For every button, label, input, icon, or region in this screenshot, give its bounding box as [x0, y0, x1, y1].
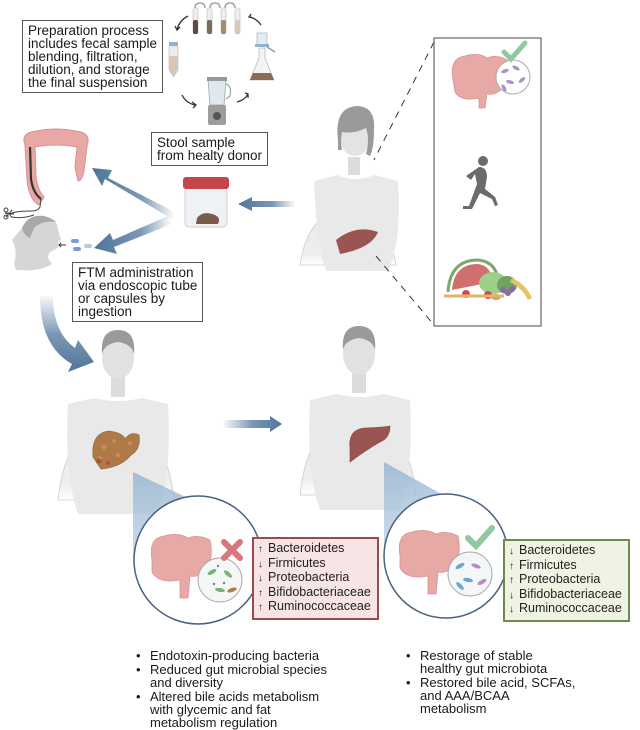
trend-arrow-icon: ↑	[509, 575, 514, 586]
donor-woman-figure	[299, 106, 399, 271]
filter-flask-icon	[249, 32, 276, 81]
healthy-liver-icon	[349, 425, 391, 463]
bacteria-name: Proteobacteria	[268, 570, 350, 584]
bacteria-name: Bifidobacteriaceae	[268, 584, 371, 599]
bacteria-name: Bacteroidetes	[268, 541, 345, 555]
bacteria-name: Firmicutes	[268, 555, 326, 570]
preparation-line: the final suspension	[28, 75, 148, 90]
arrow-treatment	[222, 416, 282, 432]
finding-line: Reduced gut microbial species	[150, 662, 328, 677]
finding-line: metabolism	[420, 701, 487, 716]
diseased-gut-magnifier	[133, 495, 263, 625]
preparation-line: Preparation process	[28, 23, 149, 38]
cross-icon	[221, 539, 243, 561]
diseased-findings-list: Endotoxin-producing bacteria Reduced gut…	[134, 649, 327, 730]
preparation-cycle	[168, 2, 276, 125]
preparation-textbox: Preparation process includes fecal sampl…	[22, 20, 164, 93]
finding-line: Restorage of stable	[420, 648, 533, 663]
finding-line: Altered bile acids metabolism	[150, 689, 320, 704]
finding-line: Endotoxin-producing bacteria	[150, 648, 320, 663]
colon-endoscope-icon	[3, 128, 89, 220]
trend-arrow-icon: ↓	[509, 604, 514, 615]
test-tubes-icon	[192, 2, 241, 35]
bacteria-name: Bacteroidetes	[519, 543, 596, 557]
trend-arrow-icon: ↓	[509, 546, 514, 557]
lifestyle-callout	[373, 37, 542, 327]
bacteria-row: ↑ Proteobacteria	[509, 573, 622, 588]
capsules-icon	[58, 239, 92, 251]
bacteria-name: Ruminococcaceae	[519, 601, 622, 615]
administration-line: FTM administration	[78, 265, 194, 280]
bacteria-row: ↑ Ruminococcaceae	[258, 600, 371, 615]
administration-line: or capsules by	[78, 291, 166, 306]
finding-line: with glycemic and fat	[150, 702, 271, 717]
bacteria-row: ↑ Bacteroidetes	[258, 542, 371, 557]
administration-textbox: FTM administration via endoscopic tube o…	[72, 262, 204, 322]
arrow-to-patient	[94, 216, 172, 254]
arrow-to-colon	[92, 168, 175, 219]
check-icon	[465, 525, 495, 551]
falcon-tube-icon	[168, 42, 179, 78]
trend-arrow-icon: ↓	[258, 558, 263, 570]
finding-line: metabolism regulation	[150, 715, 278, 730]
administration-line: via endoscopic tube	[78, 278, 198, 293]
trend-arrow-icon: ↑	[258, 602, 263, 613]
finding-item: Restored bile acid, SCFAs, and AAA/BCAA …	[404, 676, 575, 715]
finding-line: and AAA/BCAA	[420, 688, 510, 703]
bacteria-row: ↓ Bifidobacteriaceae	[509, 586, 622, 603]
arrow-donor-to-jar	[238, 197, 296, 211]
trend-arrow-icon: ↑	[509, 560, 514, 572]
preparation-line: includes fecal sample	[28, 36, 158, 51]
finding-line: healthy gut microbiota	[420, 661, 548, 676]
healthy-gut-magnifier	[383, 493, 509, 619]
finding-item: Altered bile acids metabolism with glyce…	[134, 690, 327, 729]
bacteria-row: ↓ Bacteroidetes	[509, 544, 622, 559]
trend-arrow-icon: ↓	[509, 589, 514, 601]
trend-arrow-icon: ↓	[258, 573, 263, 584]
healthy-bacteria-box: ↓ Bacteroidetes ↑ Firmicutes ↑ Proteobacter…	[503, 539, 630, 622]
bacteria-row: ↓ Proteobacteria	[258, 571, 371, 586]
stool-line: Stool sample	[157, 135, 236, 150]
bacteria-row: ↑ Bifidobacteriaceae	[258, 584, 371, 601]
bacteria-row: ↑ Firmicutes	[509, 557, 622, 574]
finding-item: Restorage of stable healthy gut microbio…	[404, 649, 575, 675]
preparation-line: dilution, and storage	[28, 62, 150, 77]
cycle-arrows	[174, 13, 262, 109]
healthy-findings-list: Restorage of stable healthy gut microbio…	[404, 649, 575, 716]
finding-line: Restored bile acid, SCFAs,	[420, 675, 576, 690]
preparation-line: blending, filtration,	[28, 49, 138, 64]
bacteria-row: ↓ Firmicutes	[258, 555, 371, 572]
administration-line: ingestion	[78, 304, 133, 319]
diseased-bacteria-box: ↑ Bacteroidetes ↓ Firmicutes ↓ Proteobacter…	[252, 537, 379, 620]
finding-line: and diversity	[150, 675, 223, 690]
arrow-curved-down	[40, 296, 94, 372]
bacteria-name: Ruminococcaceae	[268, 599, 371, 613]
bacteria-row: ↓ Ruminococcaceae	[509, 602, 622, 617]
trend-arrow-icon: ↑	[258, 587, 263, 599]
runner-icon	[463, 156, 498, 209]
bacteria-name: Proteobacteria	[519, 572, 601, 586]
blender-icon	[207, 77, 232, 125]
bacteria-name: Bifidobacteriaceae	[519, 586, 622, 601]
fruits-vegetables-icon	[444, 258, 532, 300]
stool-sample-textbox: Stool sample from healty donor	[151, 132, 269, 166]
finding-item: Endotoxin-producing bacteria	[134, 649, 327, 662]
patient-profile-icon	[12, 215, 61, 271]
fatty-liver-icon	[92, 430, 140, 470]
healthy-gut-icon	[451, 40, 531, 109]
bacteria-name: Firmicutes	[519, 557, 577, 572]
stool-line: from healty donor	[157, 148, 263, 163]
trend-arrow-icon: ↑	[258, 544, 263, 555]
stool-jar-icon	[183, 177, 229, 228]
finding-item: Reduced gut microbial species and divers…	[134, 663, 327, 689]
